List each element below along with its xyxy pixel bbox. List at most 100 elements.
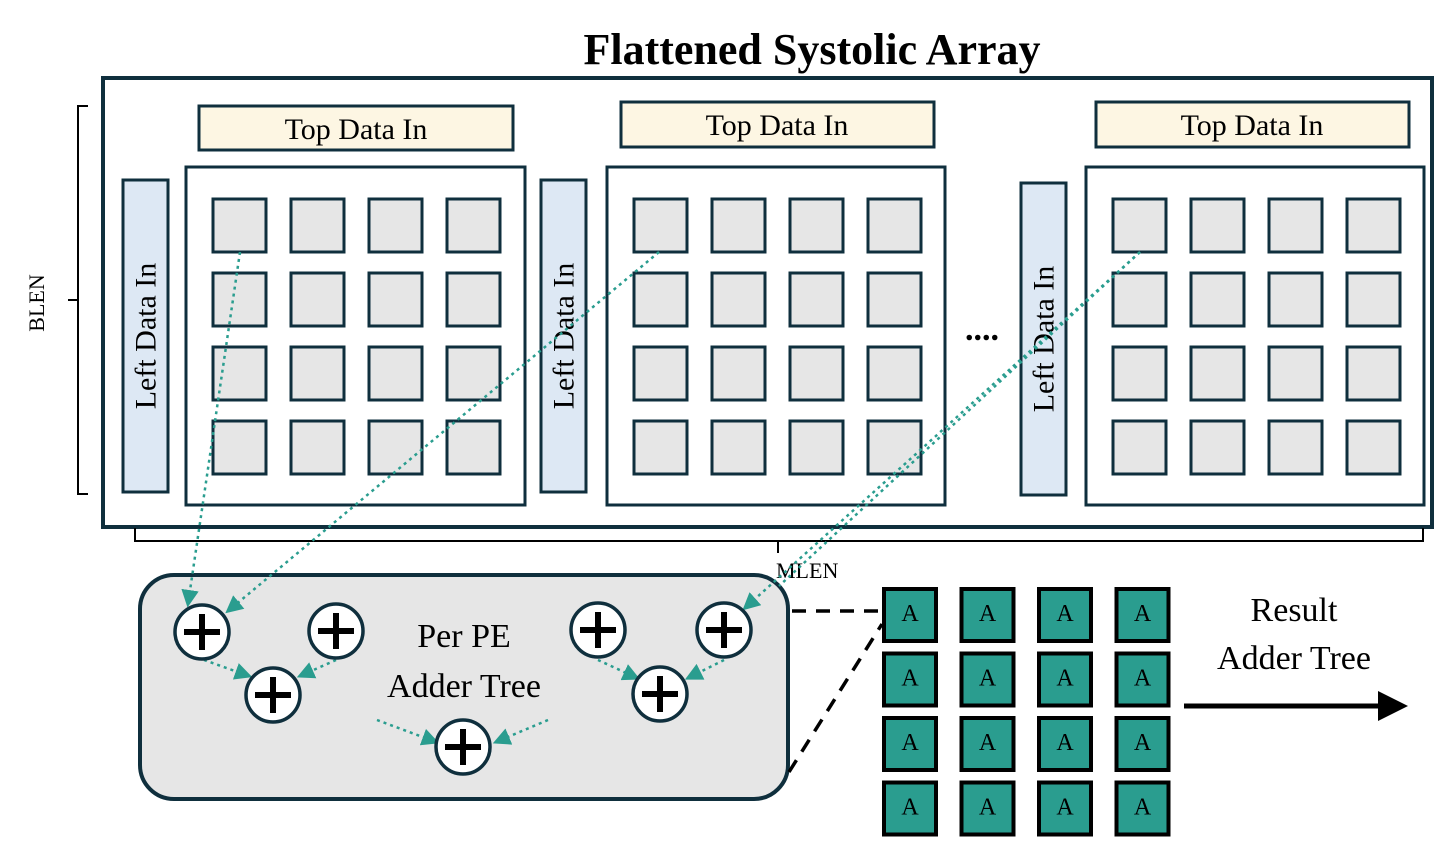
processing-element	[1189, 197, 1246, 254]
accumulator-cell: A	[1114, 780, 1171, 837]
accumulator-cell-label: A	[1134, 601, 1152, 627]
top-data-in-box	[1094, 100, 1411, 149]
connector-line	[778, 251, 1141, 587]
processing-element	[367, 419, 424, 476]
left-data-in-label: Left Data In	[548, 263, 581, 410]
accumulator-cell: A	[1037, 716, 1093, 772]
zoom-indicator-lines	[787, 609, 884, 773]
accumulator-cell: A	[959, 716, 1016, 772]
processing-element	[1189, 419, 1246, 476]
processing-element	[367, 345, 424, 402]
processing-element	[289, 197, 346, 254]
top-data-in-box	[197, 104, 515, 152]
processing-element	[289, 419, 346, 476]
left-data-in-label: Left Data In	[1028, 266, 1061, 413]
result-label-line1: Result	[1251, 592, 1338, 629]
accumulator-cell-label: A	[979, 601, 997, 627]
accumulator-cell: A	[1037, 780, 1093, 837]
processing-element	[632, 345, 689, 402]
processing-element	[211, 419, 268, 476]
processing-element	[1345, 345, 1402, 402]
systolic-block: Top Data In Left Data In	[121, 104, 527, 507]
top-data-in-box	[619, 100, 936, 149]
accumulator-cell: A	[882, 587, 938, 643]
top-data-in-label: Top Data In	[285, 113, 428, 146]
connector-line	[492, 718, 549, 745]
adder-node	[244, 666, 302, 724]
adder-node	[569, 601, 627, 659]
adder-tree-connectors	[203, 658, 725, 746]
accumulator-cell-label: A	[1134, 666, 1152, 692]
pe-grid	[211, 197, 502, 476]
ellipsis: ....	[965, 311, 999, 348]
top-data-in-label: Top Data In	[706, 109, 849, 142]
left-data-in-box	[1019, 181, 1068, 497]
accumulator-cell-label: A	[1134, 730, 1152, 756]
processing-element	[866, 345, 923, 402]
accumulator-cell-label: A	[901, 666, 919, 692]
accumulator-cell: A	[959, 587, 1016, 643]
adder-node	[173, 603, 231, 661]
connector-line	[181, 251, 242, 608]
processing-element	[710, 271, 767, 328]
adder-tree-label-line1: Per PE	[417, 618, 511, 655]
accumulator-cell-label: A	[979, 795, 997, 821]
mlen-brace	[134, 528, 1424, 553]
accumulator-cell-label: A	[901, 795, 919, 821]
processing-element	[866, 197, 923, 254]
left-data-in-box	[539, 178, 588, 494]
processing-element	[1111, 271, 1168, 328]
accumulator-cell-label: A	[1134, 795, 1152, 821]
accumulator-cell-label: A	[979, 666, 997, 692]
processing-element	[289, 271, 346, 328]
accumulator-cell: A	[1114, 716, 1171, 772]
processing-element	[1267, 345, 1324, 402]
processing-element	[1345, 271, 1402, 328]
accumulator-cell: A	[882, 780, 938, 837]
processing-element	[1267, 271, 1324, 328]
processing-element	[211, 197, 268, 254]
left-data-in-box	[121, 178, 170, 494]
top-data-in-label: Top Data In	[1181, 109, 1324, 142]
processing-element	[788, 419, 845, 476]
accumulator-cell: A	[882, 716, 938, 772]
processing-element	[632, 197, 689, 254]
processing-element	[632, 271, 689, 328]
accumulator-cell: A	[1114, 651, 1171, 708]
left-data-in-label: Left Data In	[130, 263, 163, 410]
accumulator-cell: A	[1037, 651, 1093, 708]
accumulator-cell: A	[882, 651, 938, 708]
processing-element	[1267, 419, 1324, 476]
connector-line	[225, 251, 660, 614]
accumulator-cell: A	[1114, 587, 1171, 643]
diagram-title: Flattened Systolic Array	[583, 25, 1040, 74]
accumulator-cell: A	[959, 651, 1016, 708]
processing-element	[866, 419, 923, 476]
systolic-block: Top Data In Left Data In	[539, 100, 947, 507]
processing-element	[710, 345, 767, 402]
processing-element	[1111, 419, 1168, 476]
result-label-line2: Adder Tree	[1217, 640, 1371, 677]
pe-grid	[632, 197, 923, 476]
blen-label: BLEN	[24, 274, 49, 332]
processing-element	[710, 197, 767, 254]
pe-grid	[1111, 197, 1402, 476]
processing-element	[445, 419, 502, 476]
processing-element	[710, 419, 767, 476]
processing-element	[1267, 197, 1324, 254]
accumulator-cell-label: A	[1056, 601, 1074, 627]
adder-node	[307, 602, 365, 660]
processing-element	[1111, 345, 1168, 402]
systolic-block: Top Data In Left Data In	[1019, 100, 1426, 507]
accumulator-cell-label: A	[1056, 666, 1074, 692]
processing-element	[367, 197, 424, 254]
processing-element	[1189, 345, 1246, 402]
processing-element	[866, 271, 923, 328]
adder-tree-label-line2: Adder Tree	[387, 668, 541, 705]
pe-to-adder-connectors	[181, 251, 1141, 614]
processing-element	[1111, 197, 1168, 254]
processing-element	[211, 345, 268, 402]
processing-element	[367, 271, 424, 328]
